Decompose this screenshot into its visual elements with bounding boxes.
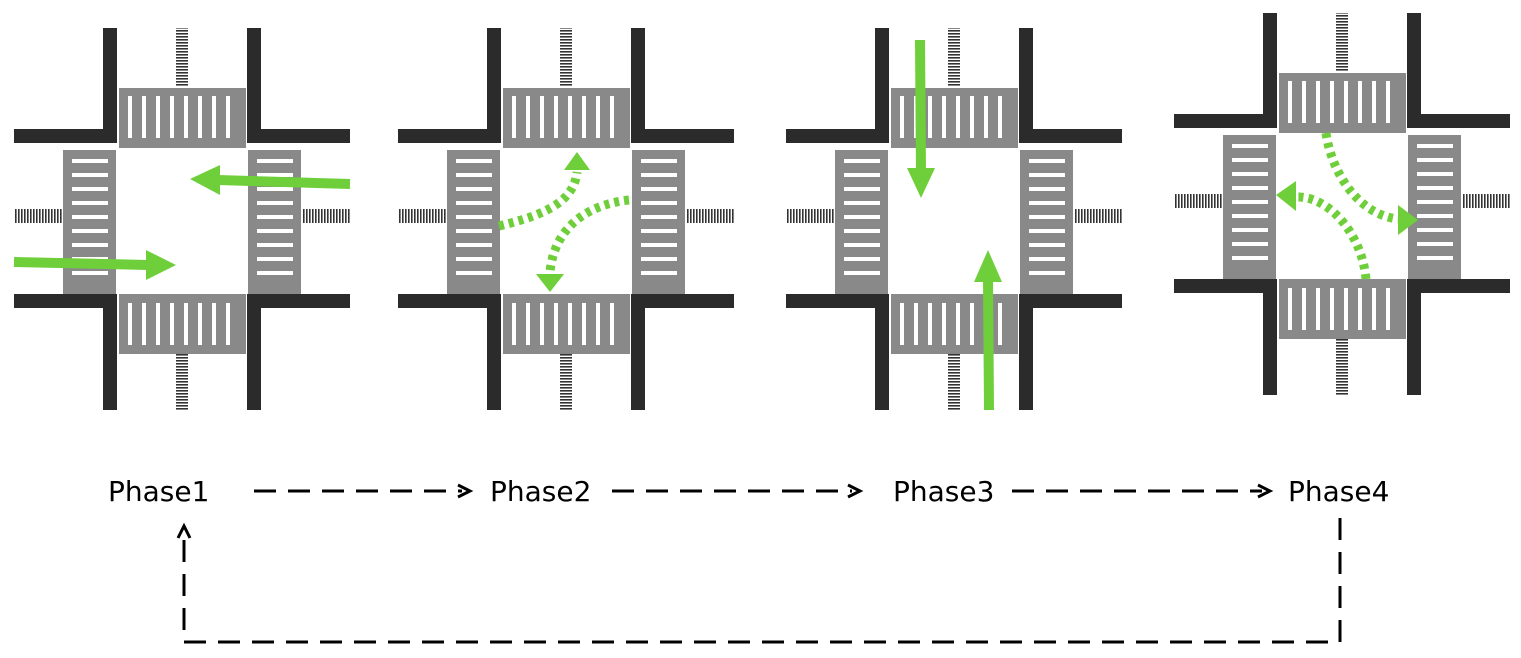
movement-arrows-phase2 — [497, 152, 630, 292]
movement-arrows-phase1 — [13, 165, 351, 280]
intersection-phase2 — [398, 28, 734, 410]
phase4-label: Phase4 — [1288, 475, 1389, 508]
phase-flow — [176, 483, 1342, 644]
phase1-label: Phase1 — [108, 475, 209, 508]
intersection-phase4 — [1174, 13, 1510, 395]
movement-arrows-phase3 — [907, 39, 1002, 411]
intersection-phase3 — [786, 28, 1122, 411]
phase2-label: Phase2 — [490, 475, 591, 508]
flow-arrow-4-1 — [182, 518, 1342, 644]
phase3-label: Phase3 — [893, 475, 994, 508]
movement-arrows-phase4 — [1276, 132, 1418, 280]
intersection-phase1 — [13, 28, 351, 410]
